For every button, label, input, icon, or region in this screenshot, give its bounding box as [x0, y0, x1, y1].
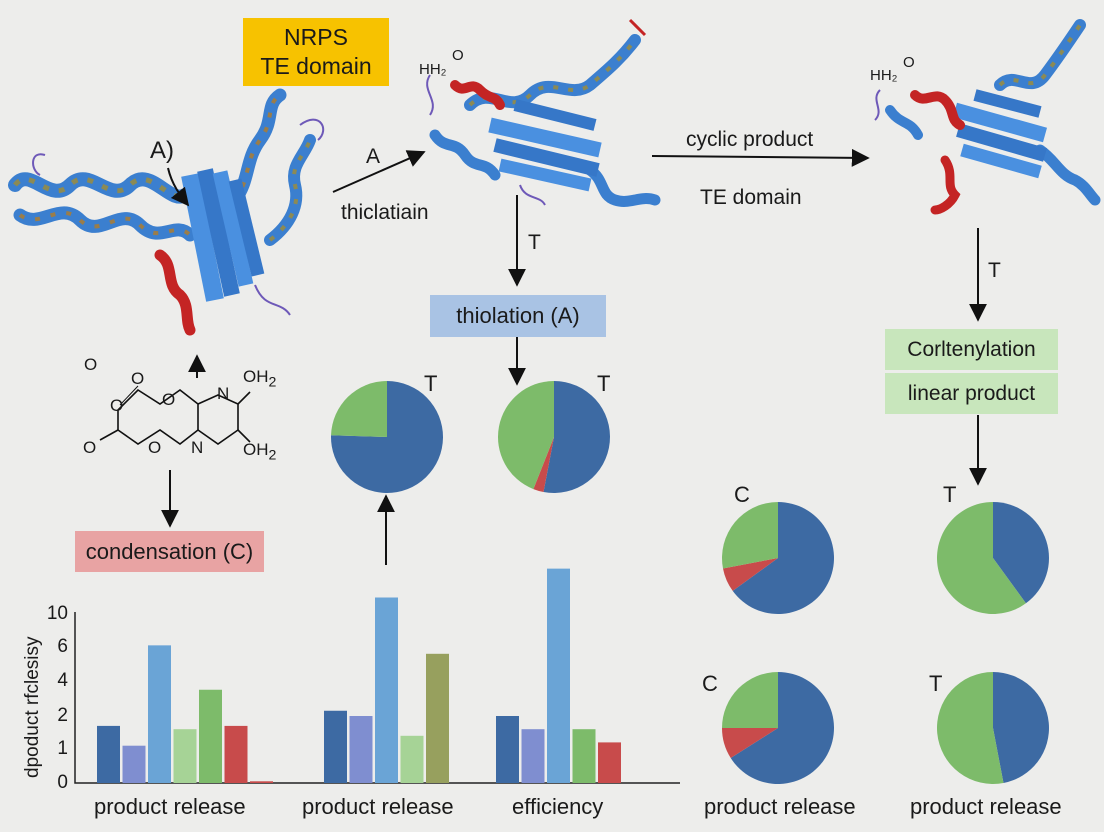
bar-group-3-bar-3 — [547, 568, 570, 783]
nrps-te-domain-box: NRPS TE domain — [243, 18, 389, 86]
chem-o-6: O — [148, 438, 162, 457]
pie-6-slice-2 — [936, 672, 1004, 785]
pie-4-slice-2 — [937, 502, 1026, 615]
linear-product-label: linear product — [907, 381, 1036, 405]
arrow-curved-a — [167, 167, 190, 207]
pie-label-3: C — [734, 482, 750, 507]
bar-group-1-bar-5 — [199, 689, 222, 783]
cortenylation-label: Corltenylation — [907, 337, 1036, 361]
label-hh2-right: HH₂ — [870, 67, 898, 84]
bar-group-2-bar-5 — [426, 653, 449, 783]
label-t-right: T — [988, 259, 1001, 282]
pie-3-slice-2 — [722, 558, 778, 591]
chem-o-5: O — [83, 438, 97, 457]
chem-n-2: N — [191, 438, 204, 457]
ytick-4: 4 — [57, 670, 68, 691]
arrow-to-thiolation-structure — [332, 150, 426, 193]
bar-group-2-bar-1 — [324, 710, 347, 783]
pie-label-1: T — [424, 371, 438, 396]
chem-oh2-b-text: OH — [243, 440, 269, 459]
label-o-mid: O — [452, 47, 464, 64]
label-te-domain: TE domain — [700, 186, 802, 209]
thiolation-label: thiolation (A) — [456, 303, 580, 328]
pie-5-slice-2 — [722, 728, 778, 759]
pie-4-slice-1 — [993, 502, 1050, 604]
pie-label-2: T — [597, 371, 611, 396]
label-t-mid: T — [528, 231, 541, 254]
protein-structure-right — [874, 19, 1101, 215]
bar-group-2-bar-4 — [400, 735, 424, 783]
bar-group-2-bar-3 — [375, 597, 398, 783]
chem-o-4: O — [110, 396, 124, 415]
label-o-right: O — [903, 54, 915, 71]
pie-6-slice-1 — [993, 672, 1049, 784]
pie-charts — [331, 381, 1050, 785]
ytick-6: 6 — [57, 636, 68, 657]
bar-chart-y-axis — [74, 612, 680, 784]
bottom-label-pie-2: product release — [910, 794, 1062, 819]
label-a-paren: A) — [150, 137, 174, 164]
pie-3-slice-1 — [732, 502, 835, 615]
flow-arrows — [161, 148, 987, 565]
pie-3-slice-3 — [722, 502, 778, 569]
pie-2-slice-1 — [543, 381, 610, 493]
pie-label-6: T — [929, 671, 943, 696]
bar-group-3-bar-5 — [598, 742, 621, 783]
condensation-label: condensation (C) — [85, 538, 254, 564]
chem-oh2-b-sub: 2 — [268, 447, 277, 464]
bar-group-2-bar-2 — [349, 716, 373, 783]
chem-oh2-b: OH2 — [243, 441, 276, 463]
chem-oh2-a: OH2 — [243, 368, 276, 390]
chem-o-3: O — [162, 390, 176, 409]
pie-2-slice-3 — [498, 381, 554, 490]
condensation-box: condensation (C) — [75, 531, 264, 572]
nrps-line1: NRPS — [284, 23, 348, 50]
bottom-label-pie-1: product release — [704, 794, 856, 819]
bar-group-3-bar-1 — [496, 716, 519, 783]
chemical-structure — [99, 385, 251, 445]
bar-category-2: product release — [302, 794, 454, 819]
bar-group-1-bar-6 — [224, 725, 248, 783]
bar-group-3-bar-2 — [521, 729, 545, 783]
arrow-to-cyclic-structure — [651, 148, 870, 167]
bar-group-1-bar-1 — [97, 725, 120, 783]
chem-o-2: O — [131, 369, 145, 388]
pie-1-slice-2 — [331, 381, 387, 437]
label-a-arrow: A — [366, 145, 381, 168]
bar-category-1: product release — [94, 794, 246, 819]
pie-label-5: C — [702, 671, 718, 696]
pie-2-slice-2 — [533, 437, 554, 493]
nrps-line2: TE domain — [260, 53, 372, 79]
pie-label-4: T — [943, 482, 957, 507]
ytick-2: 2 — [57, 705, 68, 726]
label-thiclatiain: thiclatiain — [341, 201, 429, 224]
chem-n-1: N — [217, 384, 230, 403]
bar-group-1-bar-2 — [122, 745, 146, 783]
chem-oh2-a-text: OH — [243, 367, 269, 386]
bar-group-1-bar-3 — [148, 645, 171, 783]
linear-product-box: linear product — [885, 373, 1058, 414]
bar-category-3: efficiency — [512, 794, 604, 819]
chem-oh2-a-sub: 2 — [268, 374, 277, 391]
thiolation-box: thiolation (A) — [430, 295, 606, 337]
bar-group-3-bar-4 — [572, 729, 596, 783]
protein-structure-middle — [426, 18, 661, 207]
pie-5-slice-1 — [730, 672, 835, 784]
bar-group-1-bar-7 — [250, 781, 273, 783]
ytick-1: 1 — [57, 738, 68, 759]
ytick-10: 10 — [46, 603, 68, 624]
chem-o-top: O — [84, 355, 98, 374]
ytick-0: 0 — [57, 772, 68, 793]
cortenylation-box: Corltenylation — [885, 329, 1058, 370]
pie-5-slice-3 — [722, 672, 778, 728]
label-cyclic-product: cyclic product — [686, 128, 814, 151]
bar-group-1-bar-4 — [173, 729, 197, 783]
protein-structure-left — [8, 88, 325, 336]
label-hh2-mid: HH₂ — [419, 61, 447, 78]
bar-chart — [74, 568, 680, 784]
